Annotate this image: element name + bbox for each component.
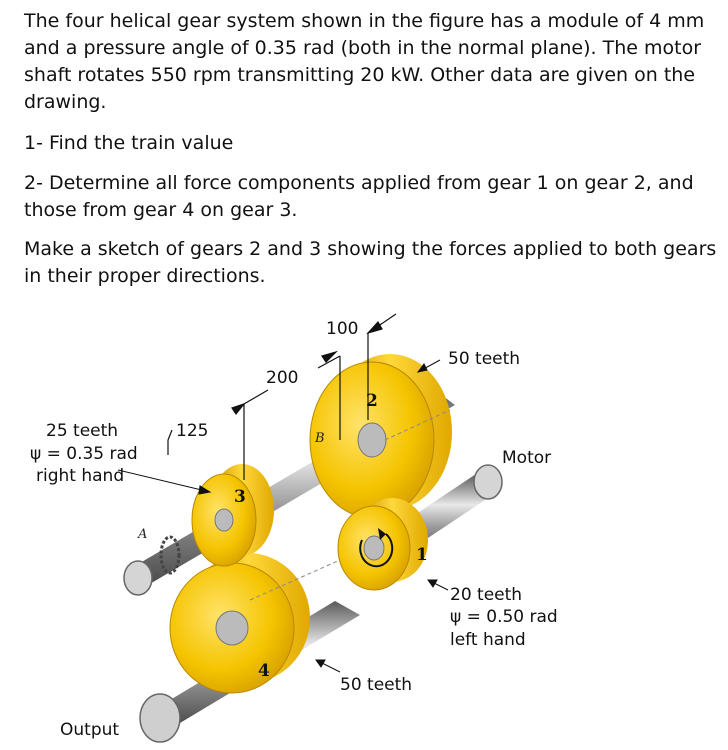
gear-2 (309, 354, 452, 519)
gear-4 (169, 553, 310, 694)
gear-train-figure: 100 200 125 50 teeth Motor 25 teeth ψ = … (30, 313, 558, 743)
gear4-teeth-label: 50 teeth (340, 675, 412, 695)
motor-label: Motor (502, 448, 551, 468)
bearing-b-label: B (314, 431, 325, 446)
gear-number-2: 2 (366, 391, 378, 411)
question-1: 1- Find the train value (24, 132, 234, 154)
center-line (384, 409, 451, 441)
gear1-helix-label: ψ = 0.50 rad (450, 607, 558, 627)
dim-200: 200 (266, 368, 298, 388)
gear-3 (191, 464, 274, 567)
gear-1 (337, 498, 428, 591)
output-label: Output (60, 720, 119, 740)
gear3-teeth-label: 25 teeth (46, 421, 118, 441)
gear1-hand-label: left hand (450, 630, 526, 650)
gear3-helix-label: ψ = 0.35 rad (30, 444, 138, 464)
gear2-teeth-label: 50 teeth (448, 349, 520, 369)
gear-number-1: 1 (416, 545, 428, 565)
question-3: Make a sketch of gears 2 and 3 showing t… (24, 238, 717, 287)
bearing-a-label: A (137, 527, 147, 542)
leader-lines (117, 359, 449, 673)
question-2: 2- Determine all force components applie… (24, 172, 694, 221)
center-line (249, 559, 341, 601)
gear1-teeth-label: 20 teeth (450, 585, 522, 605)
dim-125: 125 (176, 421, 208, 441)
dimension-lines (167, 313, 397, 480)
dim-100: 100 (326, 319, 358, 339)
gear3-hand-label: right hand (36, 466, 124, 486)
gear-number-3: 3 (234, 487, 246, 507)
gear-number-4: 4 (258, 661, 270, 681)
problem-intro: The four helical gear system shown in th… (24, 10, 705, 113)
